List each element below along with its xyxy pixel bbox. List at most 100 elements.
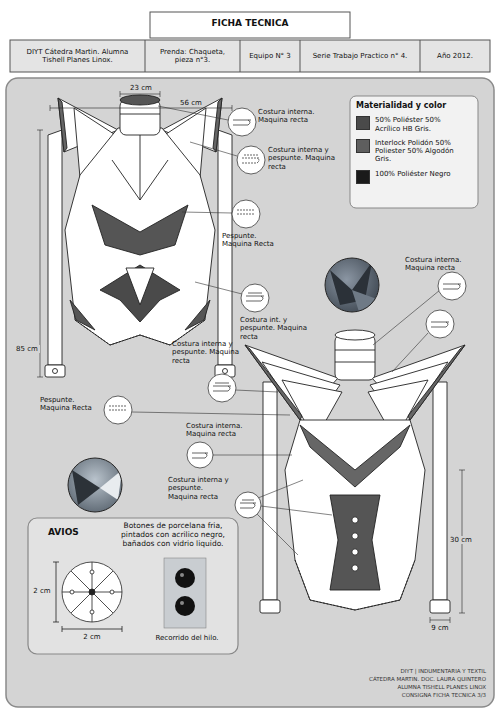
drawing-line	[120, 94, 160, 95]
drawing-circle	[223, 369, 228, 374]
color-swatch	[356, 139, 370, 153]
header-text: Prenda: Chaqueta, pieza n°3.	[151, 48, 234, 65]
drawing-circle	[180, 573, 184, 577]
drawing-line	[71, 571, 113, 613]
drawing-circle	[90, 570, 94, 574]
drawing-ellipse	[120, 95, 160, 105]
detail-photo	[325, 258, 380, 315]
drawing-line	[53, 562, 59, 563]
drawing-circle	[352, 549, 358, 555]
drawing-line	[257, 514, 298, 555]
legend-box: Materialidad y color50% Poliéster 50% Ac…	[352, 98, 476, 206]
drawing-circle	[235, 492, 261, 518]
drawing-line	[158, 106, 228, 120]
drawing-line	[122, 626, 123, 632]
drawing-line	[232, 105, 233, 111]
drawing-circle	[110, 590, 114, 594]
drawing-path	[126, 268, 154, 305]
footer-text: CONSIGNA FICHA TECNICA 3/3	[320, 692, 486, 698]
drawing-ellipse	[335, 330, 375, 340]
dimension: 2 cm	[78, 633, 106, 641]
drawing-g	[187, 442, 213, 468]
header-text: Equipo N° 3	[249, 52, 291, 60]
drawing-circle	[104, 396, 132, 424]
drawing-g	[235, 492, 261, 518]
seam-note: Costura interna y pespunte. Maquina rect…	[172, 340, 242, 365]
dimension: 85 cm	[14, 345, 40, 353]
drawing-line	[392, 333, 428, 372]
drawing-circle	[237, 146, 265, 174]
detail-photo	[68, 458, 122, 512]
header-text: Serie Trabajo Practico n° 4.	[313, 52, 408, 60]
legend-entry: 50% Poliéster 50% Acrílico HB Gris.	[356, 116, 472, 133]
drawing-rect	[164, 558, 206, 628]
drawing-path	[242, 155, 260, 163]
drawing-g	[426, 310, 454, 338]
drawing-line	[240, 40, 241, 72]
drawing-g	[228, 108, 256, 136]
drawing-line	[120, 114, 160, 115]
drawing-circle	[426, 310, 454, 338]
drawing-path	[237, 210, 255, 214]
front-view	[45, 95, 235, 377]
drawing-circle	[325, 258, 379, 312]
drawing-path	[213, 383, 231, 391]
avios-panel	[28, 518, 238, 654]
drawing-rect	[335, 335, 375, 380]
drawing-line	[335, 362, 375, 363]
seam-note: Costura interna. Maquina recta	[405, 256, 477, 273]
sheet-panel	[6, 78, 494, 707]
drawing-circle	[68, 458, 122, 512]
trim-note: Botones de porcelana fria, pintados con …	[112, 522, 234, 549]
drawing-circle	[352, 533, 358, 539]
drawing-line	[71, 571, 113, 613]
trim-note: Recorrido del hilo.	[145, 634, 229, 642]
drawing-line	[140, 135, 141, 200]
drawing-circle	[325, 258, 379, 312]
drawing-circle	[53, 369, 58, 374]
seam-note: Pespunte. Maquina Recta	[222, 232, 284, 249]
dimension-lines	[37, 91, 465, 623]
drawing-g	[104, 396, 132, 424]
avios-heading: AVIOS	[44, 524, 104, 541]
drawing-circle	[89, 589, 95, 595]
drawing-circle	[68, 458, 122, 512]
drawing-line	[50, 105, 51, 111]
back-view	[245, 330, 465, 613]
dimension: 23 cm	[125, 84, 157, 92]
drawing-path	[300, 425, 410, 487]
dimension: 9 cm	[425, 624, 455, 632]
drawing-path	[246, 293, 264, 301]
legend-text: 100% Poliéster Negro	[375, 170, 459, 178]
legend-text: 50% Poliéster 50% Acrílico HB Gris.	[375, 116, 459, 133]
drawing-path	[295, 560, 415, 610]
drawing-line	[195, 282, 242, 294]
seam-note: Costura interna. Maquina recta	[258, 108, 336, 125]
drawing-line	[132, 412, 290, 415]
drawing-line	[430, 620, 450, 621]
drawing-circle	[232, 200, 260, 228]
drawing-line	[261, 506, 332, 515]
drawing-line	[213, 455, 292, 456]
legend-entry: Interlock Polidón 50% Poliester 50% Algo…	[356, 139, 472, 164]
drawing-line	[450, 617, 451, 623]
drawing-g	[241, 284, 269, 312]
footer-text: CÁTEDRA MARTIN. DOC. LAURA QUINTERO	[320, 676, 486, 682]
drawing-line	[190, 142, 237, 156]
drawing-line	[56, 562, 57, 622]
drawing-rect	[430, 600, 450, 613]
drawing-g	[232, 200, 260, 228]
drawing-path	[233, 120, 251, 125]
drawing-path	[48, 130, 62, 365]
drawing-circle	[241, 284, 269, 312]
header-cell: Año 2012.	[422, 42, 488, 70]
drawing-line	[50, 108, 232, 109]
drawing-line	[37, 130, 43, 131]
drawing-line	[145, 40, 146, 72]
drawing-circle	[70, 590, 74, 594]
drawing-line	[459, 613, 465, 614]
footer-text: ALUMNA TISHELL PLANES LINOX	[320, 684, 486, 690]
drawing-line	[160, 91, 161, 97]
drawing-path	[92, 205, 188, 255]
drawing-circle	[228, 108, 256, 136]
